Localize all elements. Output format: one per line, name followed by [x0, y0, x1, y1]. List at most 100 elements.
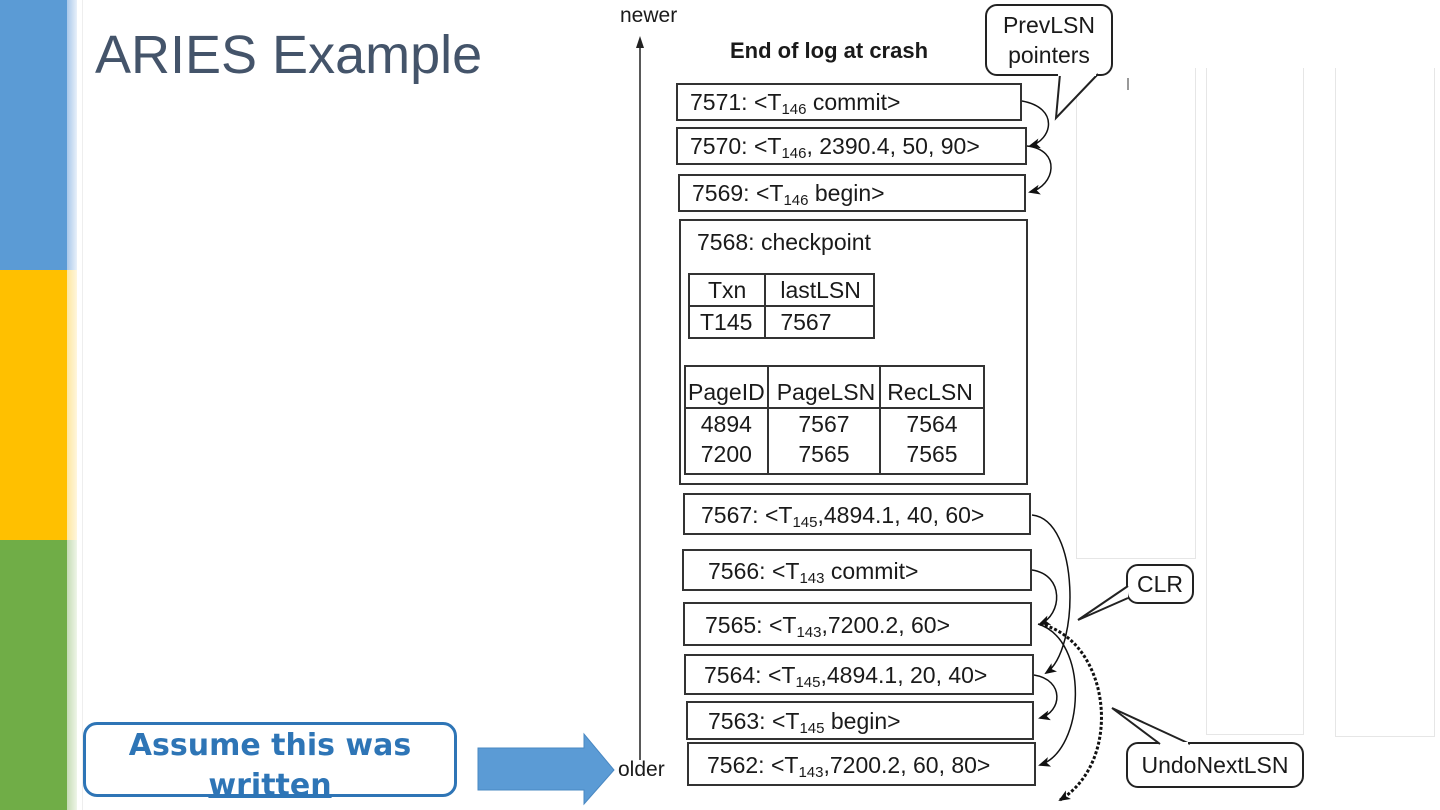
ghost-panel [1076, 68, 1196, 559]
ghost-panel [1335, 68, 1435, 737]
table-cell: 7564 [879, 408, 985, 439]
prevlsn-arrow [1021, 100, 1050, 149]
table-cell: 7567 [766, 408, 882, 439]
record-body: <T [768, 612, 797, 638]
record-body: <T [770, 752, 799, 778]
axis-label-newer: newer [620, 4, 678, 27]
callout-text: pointers [1008, 42, 1090, 68]
prevlsn-arrow [1031, 569, 1058, 625]
table-header: lastLSN [764, 273, 875, 307]
record-lsn: 7571 [690, 89, 742, 115]
slide-title: ARIES Example [95, 25, 483, 85]
record-lsn: 7569 [692, 180, 744, 206]
checkpoint-label: 7568: checkpoint [697, 229, 871, 255]
pointer-arrow-icon [477, 732, 615, 806]
record-body: begin> [808, 180, 885, 206]
accent-band-green [0, 540, 67, 810]
dirty-page-table: PageID PageLSN RecLSN 4894 7567 7564 720… [684, 365, 985, 475]
record-lsn: 7564 [704, 662, 756, 688]
prevlsn-arrow [1031, 514, 1071, 675]
log-record-7570: 7570: <T146, 2390.4, 50, 90> [676, 127, 1027, 165]
table-cell: 7567 [764, 306, 875, 339]
callout-tail [1111, 707, 1191, 746]
table-cell: 7565 [766, 439, 882, 475]
txn-subscript: 146 [783, 192, 809, 209]
log-record-7565: 7565: <T143,7200.2, 60> [683, 602, 1032, 646]
divider [82, 0, 83, 810]
accent-band-fade [67, 540, 77, 810]
log-record-7563: 7563: <T145 begin> [686, 701, 1034, 740]
txn-subscript: 143 [798, 764, 824, 781]
record-body: <T [753, 89, 782, 115]
txn-subscript: 145 [792, 514, 818, 531]
table-header: PageID [684, 365, 769, 409]
note-line-2: written [208, 768, 332, 803]
table-row: T145 7567 [687, 306, 875, 339]
note-callout: Assume this was written [83, 722, 457, 803]
table-header: Txn [687, 273, 767, 307]
table-header: RecLSN [879, 365, 985, 409]
table-cell: 4894 [684, 408, 769, 439]
prevlsn-callout: PrevLSN pointers [985, 4, 1113, 76]
accent-band-fade [67, 0, 77, 270]
record-body: , 2390.4, 50, 90> [806, 133, 980, 159]
record-body: <T [771, 558, 800, 584]
record-body: <T [753, 133, 782, 159]
log-record-7562: 7562: <T143,7200.2, 60, 80> [687, 742, 1036, 786]
accent-band-fade [67, 270, 77, 540]
accent-band-blue [0, 0, 67, 270]
table-header: PageLSN [766, 365, 882, 409]
record-lsn: 7570 [690, 133, 742, 159]
callout-tail [1077, 585, 1129, 621]
clr-callout: CLR [1126, 564, 1194, 604]
txn-subscript: 145 [799, 720, 825, 737]
txn-subscript: 145 [795, 674, 821, 691]
ghost-panel [1206, 68, 1304, 735]
txn-subscript: 146 [781, 145, 807, 162]
record-lsn: 7567 [701, 502, 753, 528]
record-lsn: 7562 [707, 752, 759, 778]
undonext-arrow [1039, 622, 1103, 802]
table-row: 7200 7565 7565 [684, 439, 985, 475]
record-body: <T [764, 502, 793, 528]
record-body: ,4894.1, 20, 40> [820, 662, 988, 688]
record-body: <T [755, 180, 784, 206]
prevlsn-arrow [1037, 623, 1077, 767]
time-axis-arrow-icon [636, 36, 644, 760]
table-row: 4894 7567 7564 [684, 408, 985, 439]
txn-subscript: 143 [796, 624, 822, 641]
record-lsn: 7565 [705, 612, 757, 638]
axis-label-older: older [618, 758, 665, 781]
log-record-7564: 7564: <T145,4894.1, 20, 40> [684, 654, 1034, 695]
diagram-heading: End of log at crash [730, 38, 929, 63]
record-lsn: 7563 [708, 708, 760, 734]
txn-subscript: 143 [799, 570, 825, 587]
prevlsn-arrow [1026, 145, 1052, 195]
callout-tail [1054, 72, 1099, 121]
log-record-7571: 7571: <T146 commit> [676, 83, 1022, 121]
accent-band-yellow [0, 270, 67, 540]
callout-text: PrevLSN [1002, 12, 1096, 38]
table-cell: 7200 [684, 439, 769, 475]
log-record-7569: 7569: <T146 begin> [678, 174, 1026, 212]
record-lsn: 7566 [708, 558, 760, 584]
txn-subscript: 146 [781, 101, 807, 118]
record-body: commit> [824, 558, 919, 584]
table-cell: T145 [687, 306, 767, 339]
undonextlsn-callout: UndoNextLSN [1126, 742, 1304, 788]
record-body: ,4894.1, 40, 60> [817, 502, 985, 528]
record-body: ,7200.2, 60, 80> [823, 752, 991, 778]
record-body: commit> [806, 89, 901, 115]
checkpoint-record: 7568: checkpoint Txn lastLSN T145 7567 P… [679, 219, 1028, 485]
prevlsn-arrow [1033, 674, 1058, 721]
record-body: ,7200.2, 60> [821, 612, 951, 638]
record-body: <T [771, 708, 800, 734]
log-record-7566: 7566: <T143 commit> [682, 549, 1032, 591]
table-cell: 7565 [879, 439, 985, 475]
record-body: <T [767, 662, 796, 688]
transaction-table: Txn lastLSN T145 7567 [687, 273, 875, 339]
log-record-7567: 7567: <T145,4894.1, 40, 60> [683, 493, 1031, 535]
record-body: begin> [824, 708, 901, 734]
